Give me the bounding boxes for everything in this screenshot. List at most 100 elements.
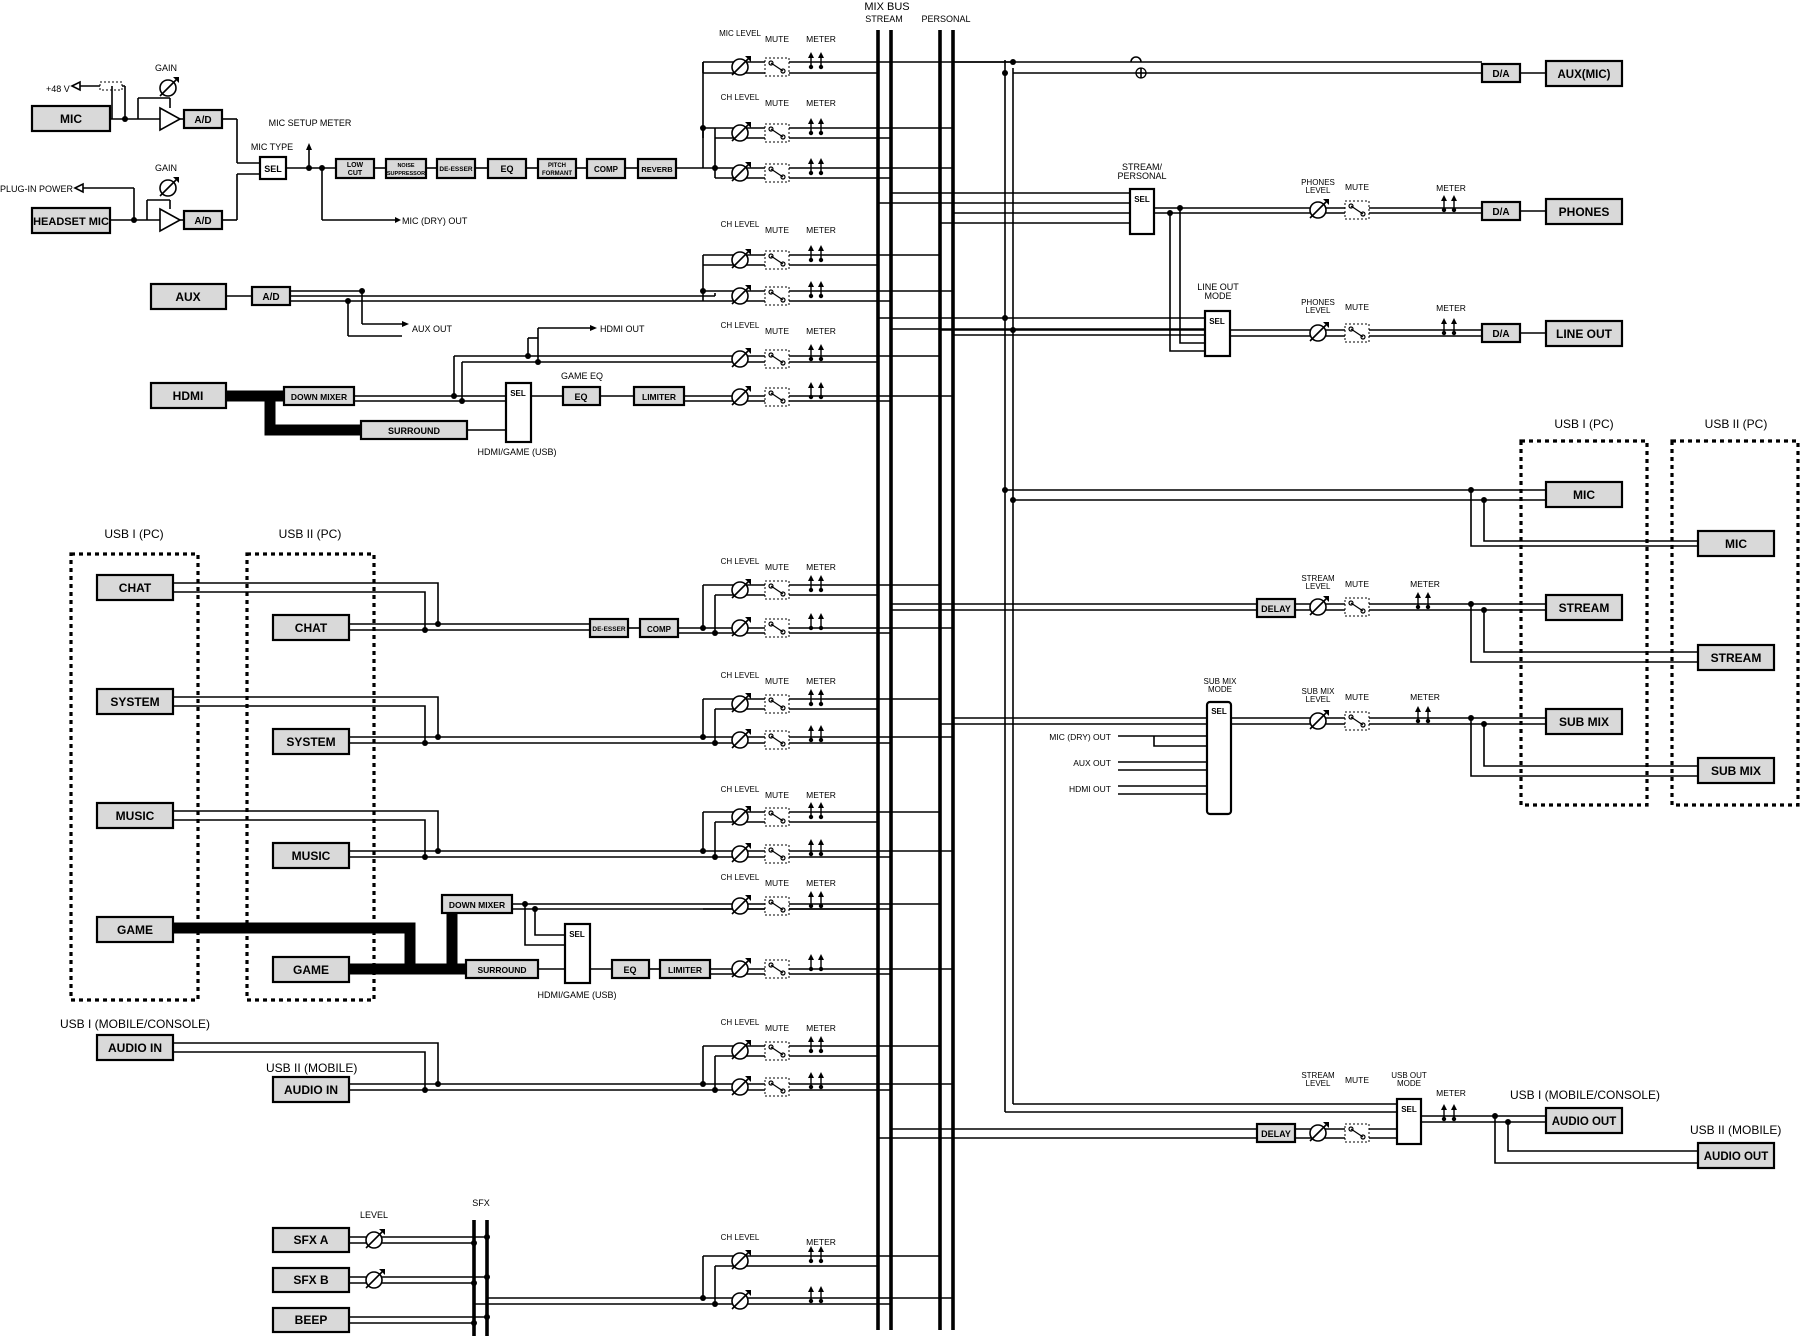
game-surround-box: SURROUND (464, 958, 540, 980)
svg-text:DELAY: DELAY (1261, 1129, 1291, 1139)
ch-level-label-sfx: CH LEVEL (721, 1233, 760, 1242)
mic-setup-meter-label: MIC SETUP METER (269, 118, 352, 128)
mute-label-hdmi: MUTE (765, 326, 789, 336)
phones-output-box: PHONES (1544, 197, 1624, 226)
usb-out-mode-label: USB OUT (1391, 1071, 1427, 1080)
sfx-bus-label: SFX (472, 1198, 490, 1208)
headset-ad-box: A/D (182, 209, 224, 231)
svg-text:SYSTEM: SYSTEM (110, 695, 159, 709)
gain-label-mic: GAIN (155, 63, 177, 73)
mic-de-esser-box: DE-ESSER (435, 157, 477, 180)
mic-usb1-output-box: MIC (1544, 480, 1624, 509)
svg-text:SEL: SEL (1209, 317, 1225, 326)
svg-text:SEL: SEL (1211, 707, 1227, 716)
ch-level-label-chat: CH LEVEL (721, 557, 760, 566)
ch-level-label-2: CH LEVEL (721, 93, 760, 102)
meter-label-usb-out: METER (1436, 1088, 1466, 1098)
system-usb2-box: SYSTEM (271, 727, 351, 756)
svg-text:AUDIO IN: AUDIO IN (284, 1083, 338, 1097)
svg-text:SYSTEM: SYSTEM (286, 735, 335, 749)
svg-text:D/A: D/A (1492, 69, 1509, 80)
mix-bus: MIX BUS STREAM PERSONAL (864, 1, 971, 1330)
usb1-pc-output-group (1519, 439, 1649, 807)
svg-text:MIC: MIC (1725, 537, 1747, 551)
game-usb1-box: GAME (95, 915, 175, 944)
game-down-mixer-box: DOWN MIXER (440, 893, 514, 915)
stream-delay-box: DELAY (1255, 597, 1297, 619)
svg-text:EQ: EQ (574, 392, 587, 402)
svg-text:SURROUND: SURROUND (477, 965, 526, 975)
aux-mic-output: D/A AUX(MIC) (940, 56, 1624, 88)
meter-label-aux: METER (806, 225, 836, 235)
svg-text:NOISE: NOISE (397, 163, 414, 169)
ch-level-label-aux: CH LEVEL (721, 220, 760, 229)
svg-text:D/A: D/A (1492, 329, 1509, 340)
svg-text:HDMI: HDMI (173, 389, 204, 403)
mic-usb2-output-box: MIC (1696, 529, 1776, 558)
svg-text:MUSIC: MUSIC (292, 849, 331, 863)
svg-text:A/D: A/D (194, 216, 211, 227)
mic-channel-strips: MIC LEVEL MUTE METER CH LEVEL MUTE METER (700, 29, 953, 183)
level-label-sfx: LEVEL (360, 1210, 388, 1220)
music-usb2-box: MUSIC (271, 841, 351, 870)
stream-usb1-output-box: STREAM (1544, 593, 1624, 622)
aux-mic-output-box: AUX(MIC) (1544, 59, 1624, 88)
svg-text:DE-ESSER: DE-ESSER (439, 166, 473, 173)
usb-out-mode-label-2: MODE (1397, 1079, 1421, 1088)
mute-label-music: MUTE (765, 790, 789, 800)
mute-label-aux: MUTE (765, 225, 789, 235)
chat-de-esser-box: DE-ESSER (588, 617, 630, 639)
mic-comp-box: COMP (585, 157, 627, 180)
phones-level-label-lo: PHONES (1301, 298, 1335, 307)
svg-text:EQ: EQ (623, 965, 636, 975)
hdmi-section: HDMI DOWN MIXER SURROUND HDMI OUT SEL HD… (149, 321, 953, 457)
svg-text:PITCH: PITCH (548, 163, 566, 169)
svg-text:CHAT: CHAT (295, 621, 328, 635)
chat-usb1-box: CHAT (95, 573, 175, 602)
svg-text:SEL: SEL (1401, 1105, 1417, 1114)
mute-label-phones: MUTE (1345, 182, 1369, 192)
game-eq-box: EQ (610, 958, 651, 980)
usb2-pc-label-right: USB II (PC) (1705, 417, 1768, 431)
mic-section: MIC HEADSET MIC +48 V PLUG-IN POWER GAIN… (0, 63, 703, 235)
svg-text:A/D: A/D (194, 115, 211, 126)
usb1-mobile-console-label-right: USB I (MOBILE/CONSOLE) (1510, 1088, 1660, 1102)
svg-text:AUX: AUX (175, 290, 200, 304)
ch-level-label-system: CH LEVEL (721, 671, 760, 680)
audio-in-section: USB I (MOBILE/CONSOLE) AUDIO IN USB II (… (60, 1017, 953, 1104)
usb1-pc-label-right: USB I (PC) (1554, 417, 1613, 431)
svg-text:D/A: D/A (1492, 207, 1509, 218)
ch-level-label-hdmi: CH LEVEL (721, 321, 760, 330)
usb2-mobile-label-left: USB II (MOBILE) (266, 1061, 357, 1075)
svg-text:SUB MIX: SUB MIX (1559, 715, 1609, 729)
game-usb2-box: GAME (271, 955, 351, 984)
usb2-pc-input-group (245, 552, 376, 1002)
hdmi-limiter-box: LIMITER (632, 385, 686, 407)
svg-text:AUDIO OUT: AUDIO OUT (1704, 1151, 1769, 1163)
svg-text:GAME: GAME (293, 963, 329, 977)
meter-label-game: METER (806, 878, 836, 888)
mic-input-box: MIC (30, 104, 112, 133)
usb2-mobile-label-right: USB II (MOBILE) (1690, 1123, 1781, 1137)
stream-level-label: STREAM (1301, 574, 1335, 583)
svg-text:CHAT: CHAT (119, 581, 152, 595)
hdmi-surround-box: SURROUND (359, 419, 469, 441)
usb1-mobile-console-label-left: USB I (MOBILE/CONSOLE) (60, 1017, 210, 1031)
hdmi-sel-box: SEL (504, 381, 533, 444)
mix-bus-stream-label: STREAM (865, 14, 903, 24)
stream-level-label-2: LEVEL (1306, 582, 1331, 591)
hdmi-eq-box: EQ (561, 385, 602, 407)
mute-label-submix: MUTE (1345, 692, 1369, 702)
mute-label-lineout: MUTE (1345, 302, 1369, 312)
gain-label-headset: GAIN (155, 163, 177, 173)
ch-level-label-audio-in: CH LEVEL (721, 1018, 760, 1027)
hdmi-game-usb-label-2: HDMI/GAME (USB) (537, 990, 616, 1000)
usb2-pc-label-left: USB II (PC) (279, 527, 342, 541)
sfx-a-box: SFX A (271, 1226, 351, 1254)
noise-suppressor-box: NOISE SUPPRESSOR (384, 157, 428, 180)
ch-level-label-music: CH LEVEL (721, 785, 760, 794)
svg-text:SUPPRESSOR: SUPPRESSOR (387, 171, 425, 177)
svg-text:AUDIO IN: AUDIO IN (108, 1041, 162, 1055)
mic-level-label: MIC LEVEL (719, 29, 761, 38)
mute-label-stream: MUTE (1345, 579, 1369, 589)
